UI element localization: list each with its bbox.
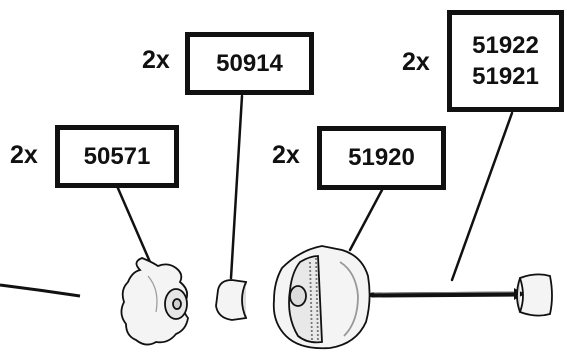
star-knob-part — [120, 257, 189, 346]
housing-part — [272, 245, 371, 350]
quantity-label: 2x — [402, 48, 430, 76]
part-number: 51920 — [348, 144, 415, 172]
end-cap-part — [215, 279, 248, 321]
part-number-box-50914: 50914 — [185, 32, 314, 95]
part-number: 50571 — [83, 142, 151, 170]
part-number: 51922 — [472, 31, 539, 59]
part-number-box-50571: 50571 — [55, 125, 179, 188]
part-number-box-51920: 51920 — [317, 126, 446, 190]
rod-segment-left — [0, 283, 81, 298]
rod-end-cap-part — [516, 273, 553, 317]
leader-line-51920 — [348, 188, 384, 252]
part-number: 51921 — [472, 63, 539, 90]
leader-line-50571 — [115, 184, 152, 264]
leader-line-51922-51921 — [450, 111, 514, 282]
part-number-box-51922-51921: 51922 51921 — [447, 10, 564, 112]
quantity-label: 2x — [142, 46, 170, 74]
quantity-label: 2x — [10, 141, 38, 169]
axle-rod-part — [369, 288, 524, 300]
part-number: 50914 — [216, 49, 283, 77]
quantity-label: 2x — [272, 141, 300, 169]
leader-line-50914 — [229, 94, 244, 280]
